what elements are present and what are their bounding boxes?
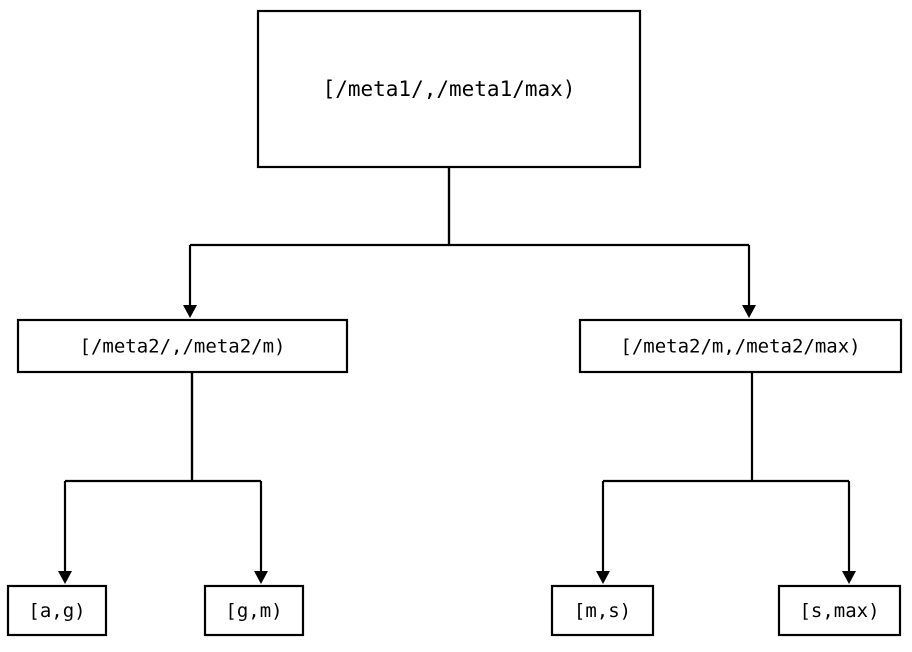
node-box[interactable] <box>578 318 903 374</box>
node-box[interactable] <box>777 584 902 637</box>
tree-node-leaf-gm[interactable]: [g,m) <box>203 584 305 637</box>
node-label: [/meta2/,/meta2/m) <box>80 336 286 358</box>
tree-node-root[interactable]: [/meta1/,/meta1/max) <box>256 9 642 169</box>
node-box[interactable] <box>550 584 655 637</box>
edge-arrowhead-icon <box>742 305 756 318</box>
tree-node-leaf-ms[interactable]: [m,s) <box>550 584 655 637</box>
edge-arrowhead-icon <box>596 571 610 584</box>
edge-root-to-meta2-right <box>447 167 756 318</box>
node-label: [g,m) <box>225 600 282 622</box>
edge-arrowhead-icon <box>58 571 72 584</box>
tree-node-meta2-right[interactable]: [/meta2/m,/meta2/max) <box>578 318 903 374</box>
edge-arrowhead-icon <box>842 571 856 584</box>
node-box[interactable] <box>16 318 349 374</box>
edge-meta2-right-to-leaf-smax <box>752 479 856 584</box>
tree-node-leaf-ag[interactable]: [a,g) <box>6 584 108 637</box>
node-label: [/meta2/m,/meta2/max) <box>620 336 860 358</box>
edge-meta2-left-to-leaf-ag <box>58 372 194 584</box>
edge-root-to-meta2-left <box>183 167 451 318</box>
edge-arrowhead-icon <box>183 305 197 318</box>
node-label: [/meta1/,/meta1/max) <box>323 77 576 101</box>
tree-node-leaf-smax[interactable]: [s,max) <box>777 584 902 637</box>
node-box[interactable] <box>6 584 108 637</box>
nodes-layer: [/meta1/,/meta1/max) [/meta2/,/meta2/m) [/… <box>6 9 903 637</box>
node-label: [a,g) <box>28 600 85 622</box>
edge-meta2-left-to-leaf-gm <box>190 372 268 584</box>
edges-layer <box>58 167 856 584</box>
node-label: [m,s) <box>574 600 631 622</box>
edge-arrowhead-icon <box>254 571 268 584</box>
node-label: [s,max) <box>799 600 879 622</box>
tree-node-meta2-left[interactable]: [/meta2/,/meta2/m) <box>16 318 349 374</box>
node-box[interactable] <box>256 9 642 169</box>
edge-meta2-right-to-leaf-ms <box>596 372 754 584</box>
node-box[interactable] <box>203 584 305 637</box>
